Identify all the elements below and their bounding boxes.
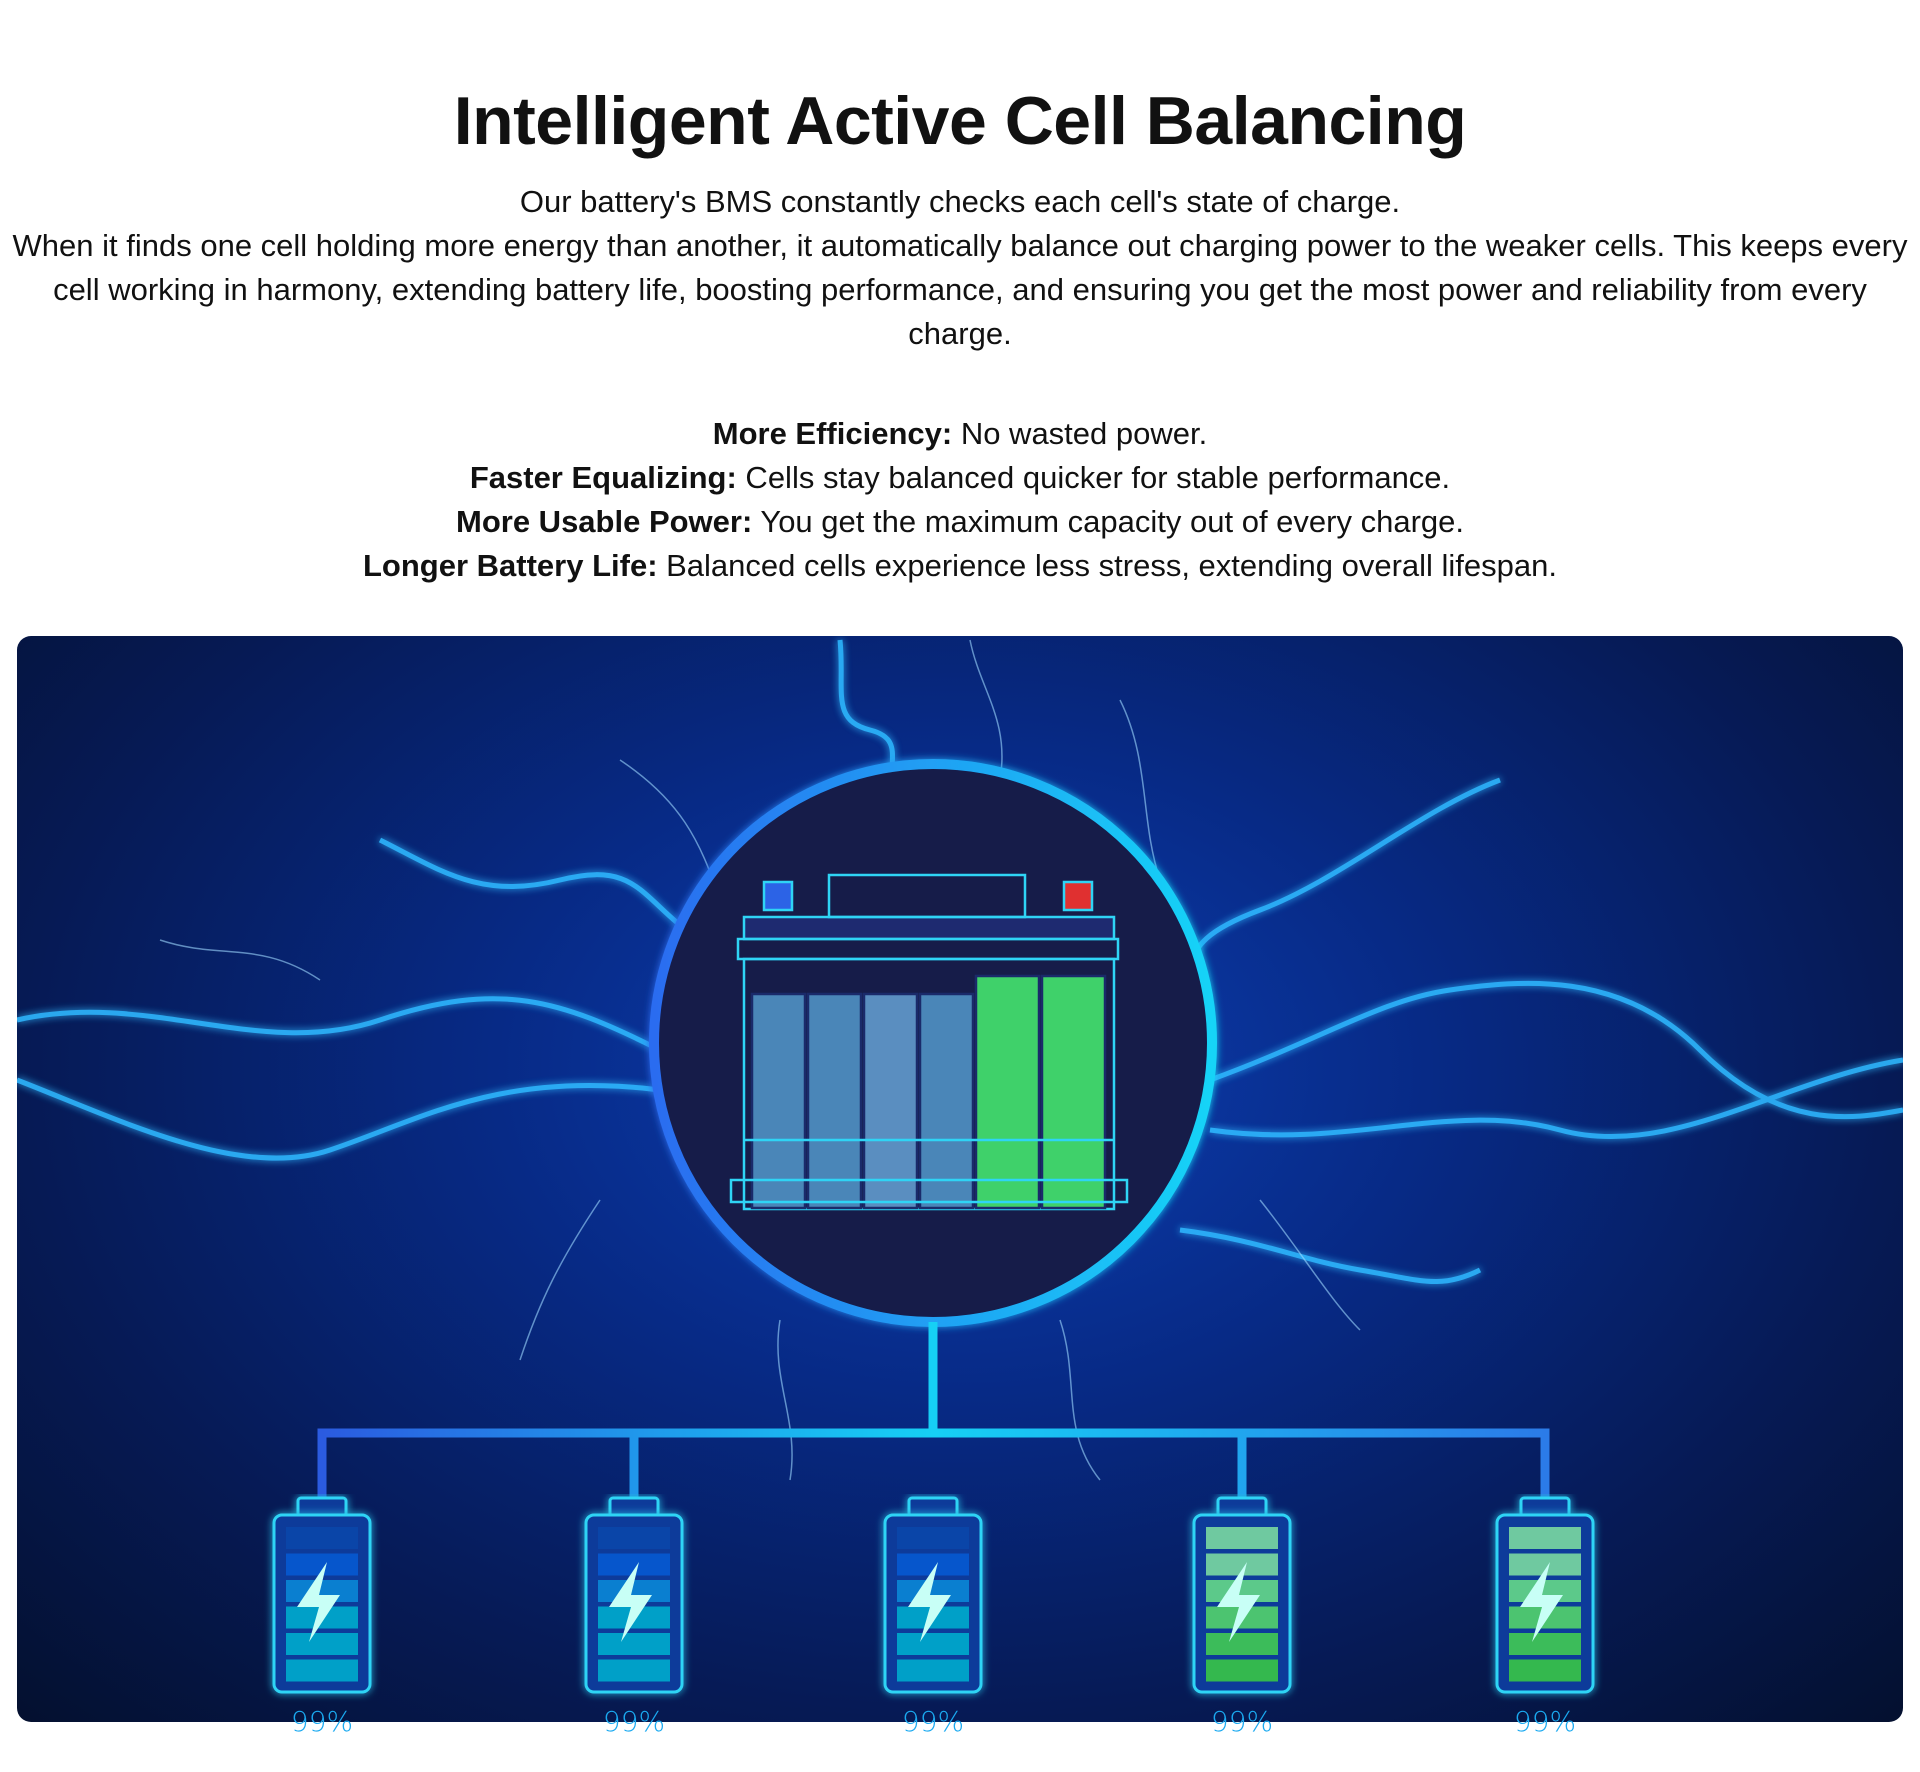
intro-paragraph: When it finds one cell holding more ener… (12, 228, 1908, 351)
bolt-icon (297, 1562, 340, 1642)
cell-charge-label: 99% (901, 1705, 965, 1738)
charge-bar (598, 1553, 670, 1576)
charge-bar (897, 1527, 969, 1549)
bolt-icon (1520, 1562, 1563, 1642)
charge-bar (598, 1527, 670, 1549)
feature-label: Faster Equalizing: (469, 460, 737, 495)
feature-label: More Efficiency: (712, 416, 953, 451)
lightning-icon (17, 639, 1903, 1285)
feature-label: More Usable Power: (456, 504, 753, 539)
charge-bar (598, 1633, 670, 1655)
charge-bar (286, 1659, 358, 1682)
charge-bar (1509, 1659, 1581, 1682)
feature-text: Cells stay balanced quicker for stable p… (736, 460, 1451, 495)
feature-text: You get the maximum capacity out of ever… (752, 504, 1464, 539)
cell-charge-label: 99% (1513, 1705, 1577, 1738)
charge-bar (897, 1553, 969, 1576)
charge-bar (1509, 1527, 1581, 1549)
feature-item: Faster Equalizing: Cells stay balanced q… (0, 456, 1920, 500)
intro-text: Our battery's BMS constantly checks each… (10, 180, 1910, 356)
charge-bar (286, 1633, 358, 1655)
bolt-icon (609, 1562, 652, 1642)
charge-bar (286, 1553, 358, 1576)
car-battery-icon (729, 873, 1129, 1211)
feature-list: More Efficiency: No wasted power. Faster… (0, 412, 1920, 588)
charge-bar (1206, 1527, 1278, 1549)
intro-line: Our battery's BMS constantly checks each… (519, 184, 1401, 219)
cell-battery-icon (883, 1496, 983, 1694)
charge-bar (1206, 1633, 1278, 1655)
charge-bar (1206, 1659, 1278, 1682)
feature-item: More Usable Power: You get the maximum c… (0, 500, 1920, 544)
cell-battery-icon (1495, 1496, 1595, 1694)
cell-battery-icon (584, 1496, 684, 1694)
cell-charge-label: 99% (290, 1705, 354, 1738)
cell-charge-label: 99% (1210, 1705, 1274, 1738)
feature-label: Longer Battery Life: (362, 548, 658, 583)
bolt-icon (908, 1562, 951, 1642)
charge-bar (286, 1527, 358, 1549)
feature-item: More Efficiency: No wasted power. (0, 412, 1920, 456)
balancing-illustration (17, 639, 1903, 1694)
bus-line (317, 1322, 1550, 1500)
charge-bar (598, 1659, 670, 1682)
feature-text: Balanced cells experience less stress, e… (657, 548, 1557, 583)
cell-battery-icon (1192, 1496, 1292, 1694)
bolt-icon (1217, 1562, 1260, 1642)
page-title: Intelligent Active Cell Balancing (453, 83, 1467, 159)
feature-item: Longer Battery Life: Balanced cells expe… (0, 544, 1920, 588)
cell-batteries (272, 1496, 1595, 1694)
charge-bar (897, 1659, 969, 1682)
cell-charge-label: 99% (602, 1705, 666, 1738)
charge-bar (897, 1633, 969, 1655)
charge-bar (1206, 1553, 1278, 1576)
illustration-panel (17, 636, 1903, 1722)
charge-bar (1509, 1633, 1581, 1655)
cell-battery-icon (272, 1496, 372, 1694)
feature-text: No wasted power. (952, 416, 1208, 451)
charge-bar (1509, 1553, 1581, 1576)
